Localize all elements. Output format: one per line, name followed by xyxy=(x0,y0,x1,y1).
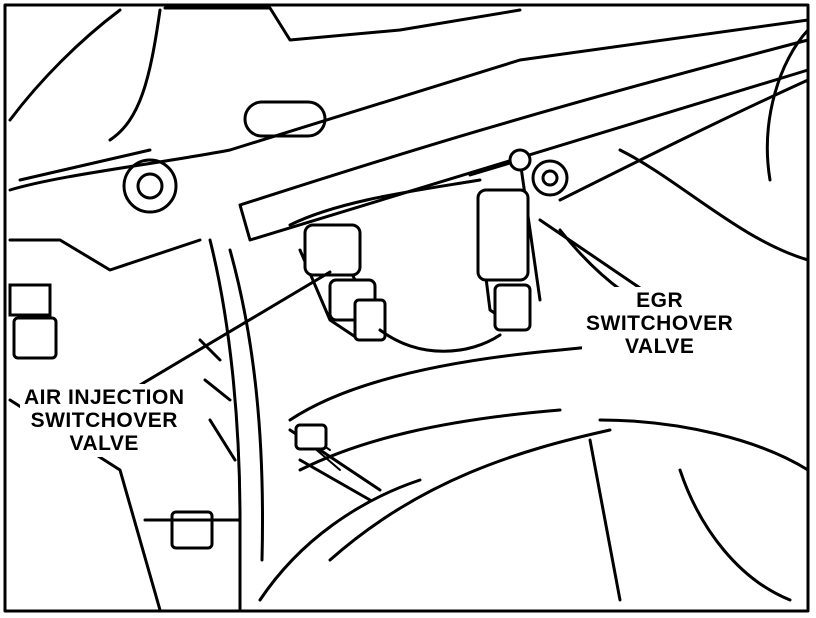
air-injection-leader xyxy=(138,270,332,387)
hose-clamp xyxy=(294,423,328,451)
egr-switchover-valve xyxy=(476,148,532,332)
upper-rail xyxy=(163,6,810,242)
connector-block xyxy=(170,510,214,550)
air-injection-label-line-1: AIR INJECTION xyxy=(24,386,185,409)
air-injection-switchover-valve xyxy=(303,223,387,342)
egr-switchover-valve-label: EGR SWITCHOVER VALVE xyxy=(582,287,738,360)
air-injection-switchover-valve-label: AIR INJECTION SWITCHOVER VALVE xyxy=(20,384,189,457)
slot-opening xyxy=(243,100,327,138)
egr-bracket-bolt xyxy=(531,159,569,197)
panel-bolt xyxy=(122,158,178,214)
diagram-frame xyxy=(3,3,810,613)
egr-leader xyxy=(538,218,642,290)
egr-label-line-1: EGR xyxy=(636,289,684,312)
lower-left-bolt xyxy=(8,283,58,360)
lower-hoses xyxy=(258,338,810,602)
air-injection-label-line-3: VALVE xyxy=(69,432,139,455)
vacuum-hose xyxy=(378,328,502,353)
egr-label-line-3: VALVE xyxy=(624,335,695,358)
egr-label-line-2: SWITCHOVER xyxy=(586,312,734,335)
air-injection-label-line-2: SWITCHOVER xyxy=(30,409,178,432)
fender-panel xyxy=(8,8,810,192)
right-hoses xyxy=(558,28,810,332)
wiring-harness xyxy=(198,238,265,612)
